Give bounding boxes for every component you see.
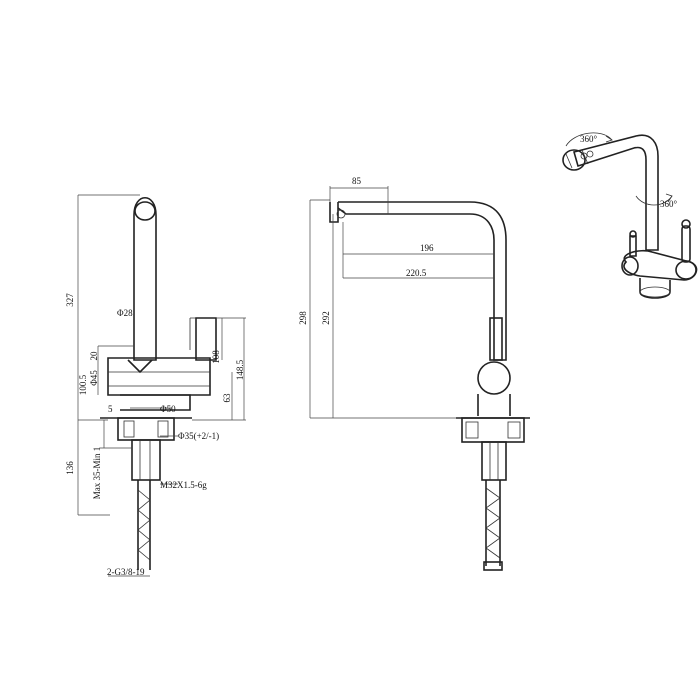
perspective-view: 360° 360° [562, 132, 698, 299]
reach-196-label: 196 [420, 243, 434, 253]
rotation-arrow-top [565, 132, 613, 147]
pull-20-label: 20 [89, 351, 99, 361]
front-hose [485, 480, 501, 566]
perspective-handle [629, 235, 637, 257]
perspective-body [623, 249, 698, 281]
rotation-arrow-side [635, 195, 673, 206]
front-spout [338, 201, 507, 361]
height-63-label: 63 [222, 393, 232, 403]
perspective-filter-lever [681, 225, 691, 263]
front-body [477, 361, 511, 395]
side-spout-head [134, 201, 156, 221]
perspective-spray-head [562, 149, 586, 171]
side-spout [133, 197, 157, 361]
rotation-top-label: 360° [580, 134, 598, 144]
front-shank [481, 441, 507, 481]
below-deck-label: 136 [65, 461, 75, 475]
offset-100-5-label: 100.5 [78, 374, 88, 395]
dim-5-label: 5 [108, 404, 113, 414]
front-lever [489, 317, 503, 361]
side-shank [131, 439, 161, 481]
side-filter-lever [195, 317, 217, 361]
front-view: 85 196 220.5 298 292 [298, 176, 530, 571]
reach-220-5-label: 220.5 [406, 268, 427, 278]
body-diameter-label: Φ45 [89, 370, 99, 386]
hose-connector-label: 2-G3/8-19 [107, 567, 145, 577]
base-diameter-label: Φ50 [160, 404, 176, 414]
height-292-label: 292 [321, 311, 331, 325]
max-thickness-label: Max 35-Min 1 [92, 447, 102, 500]
side-body [107, 357, 211, 396]
total-height-label: 327 [65, 293, 75, 307]
height-148-5-label: 148.5 [235, 359, 245, 380]
side-view: 327 Φ28 20 Φ45 100.5 108 148.5 63 5 Φ50 … [65, 194, 246, 577]
height-298-label: 298 [298, 311, 308, 325]
height-108-label: 108 [211, 350, 221, 364]
thread-label: M32X1.5-6g [160, 480, 207, 490]
side-hose [137, 480, 151, 570]
rotation-side-label: 360° [660, 199, 678, 209]
perspective-spout [573, 134, 659, 251]
lever-diameter-label: Φ28 [117, 308, 133, 318]
hole-diameter-label: Φ35(+2/-1) [178, 431, 219, 441]
perspective-base [639, 278, 671, 299]
spout-width-label: 85 [352, 176, 362, 186]
